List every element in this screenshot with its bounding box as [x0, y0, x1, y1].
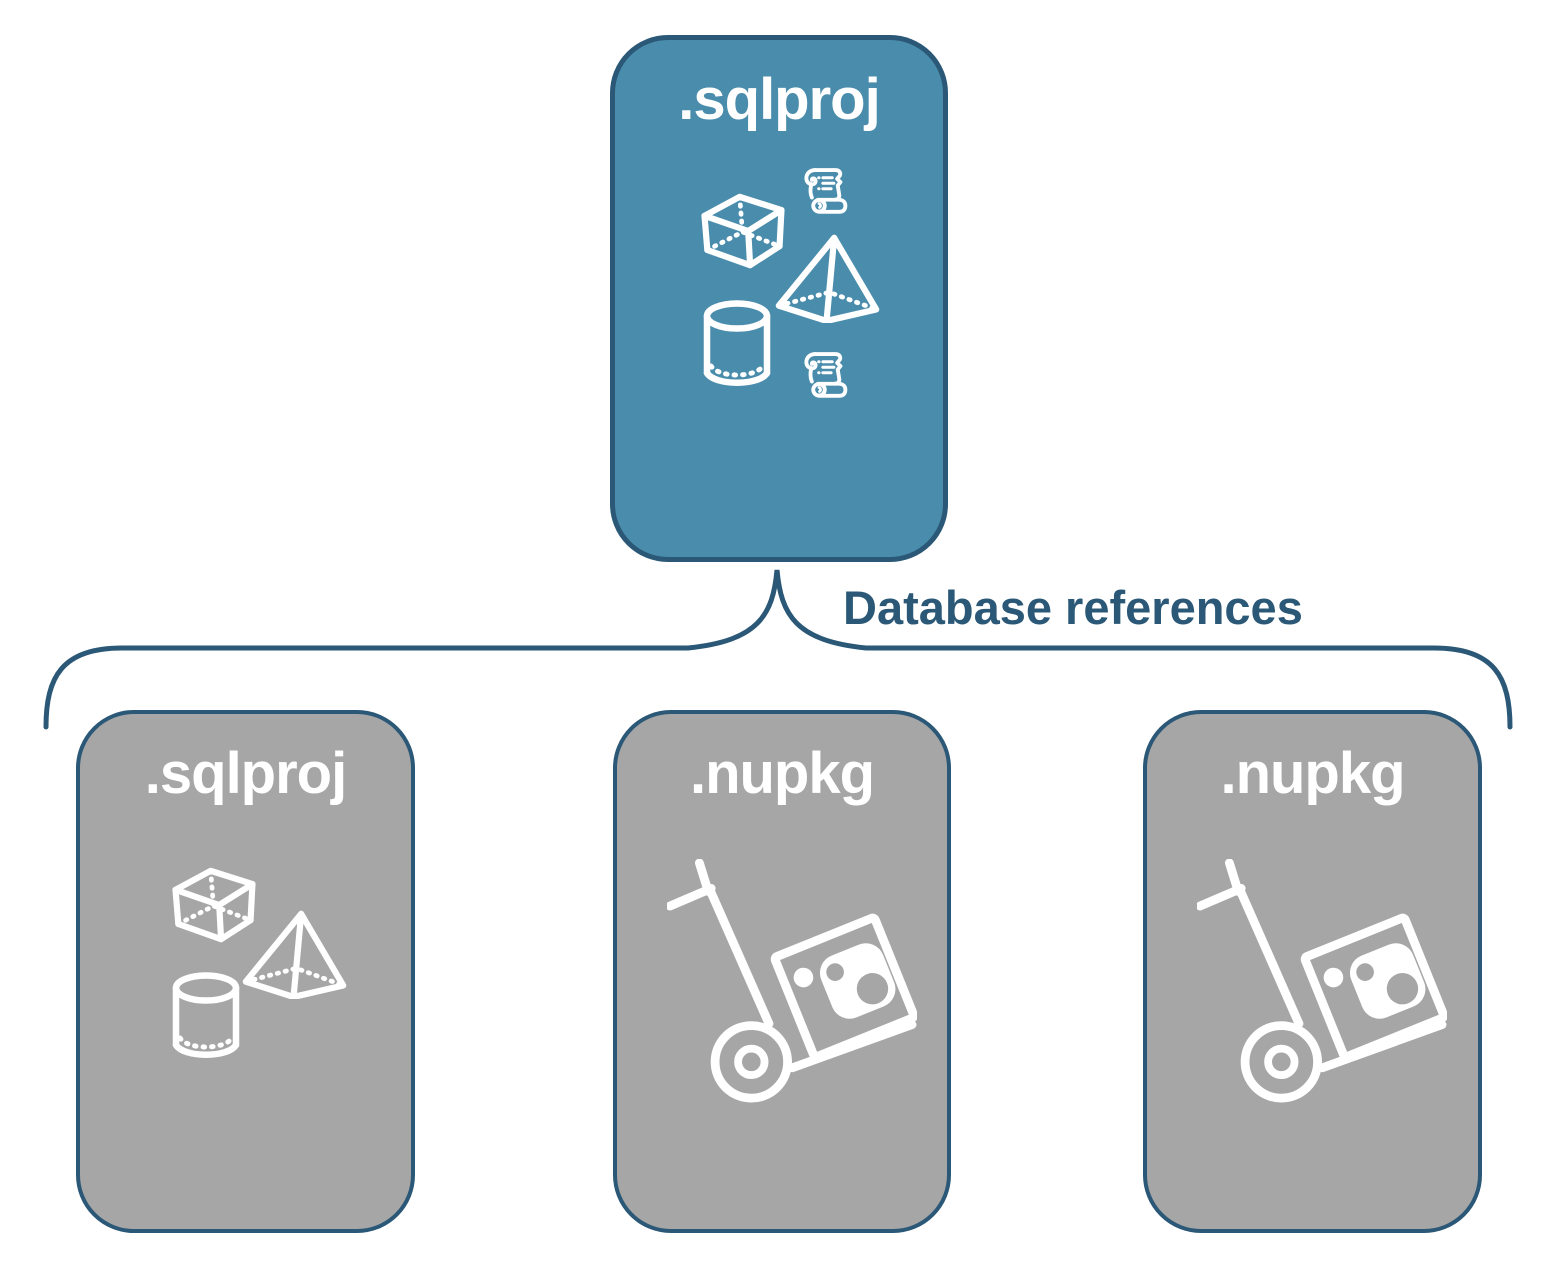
nuget-dolly-icon: [1197, 859, 1447, 1104]
nuget-dolly-icon: [667, 859, 917, 1104]
cylinder-icon: [701, 300, 773, 392]
child-card-sqlproj: .sqlproj: [76, 710, 415, 1233]
child-card-nupkg: .nupkg: [613, 710, 951, 1233]
script-scroll-icon: [797, 164, 852, 219]
script-scroll-icon: [797, 348, 852, 403]
child-card-nupkg: .nupkg: [1143, 710, 1482, 1233]
cylinder-icon: [170, 972, 242, 1064]
pyramid-icon: [242, 908, 347, 999]
child-card-title: .sqlproj: [144, 741, 347, 806]
root-card-title: .sqlproj: [678, 67, 880, 132]
edge-label: Database references: [843, 581, 1303, 634]
child-card-title: .nupkg: [689, 741, 875, 806]
root-card-sqlproj: .sqlproj: [610, 35, 948, 562]
child-card-title: .nupkg: [1220, 741, 1405, 806]
pyramid-icon: [775, 232, 880, 323]
